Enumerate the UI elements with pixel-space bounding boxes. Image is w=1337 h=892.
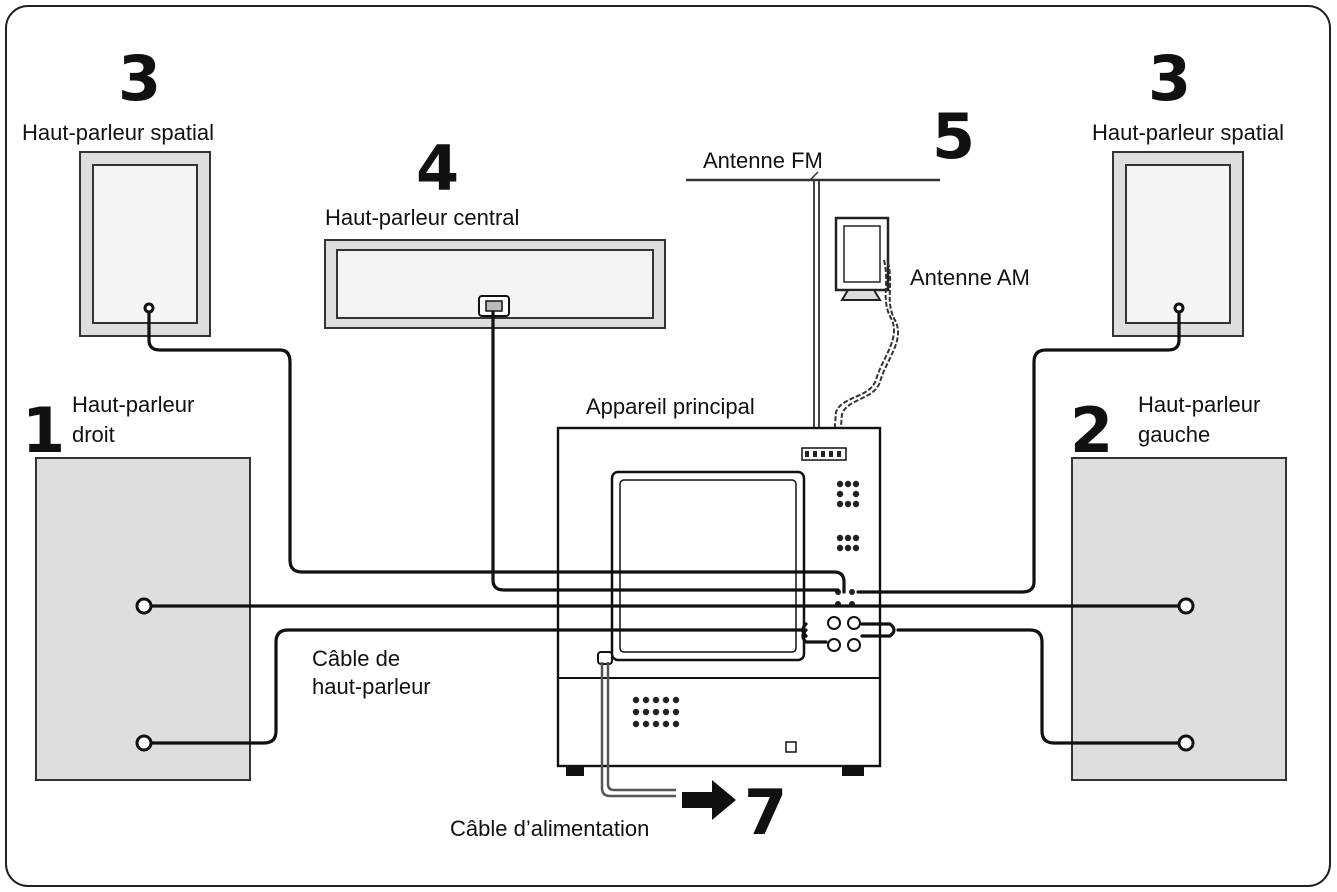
step-number-center: 4 <box>416 132 459 205</box>
step-number-power: 7 <box>744 776 787 849</box>
right-speaker-label-line1: Haut-parleur <box>72 392 194 417</box>
step-number-left-speaker: 2 <box>1070 394 1113 467</box>
right-speaker <box>35 457 251 781</box>
speaker-cable-label-line2: haut-parleur <box>312 674 431 699</box>
power-cable <box>600 662 676 798</box>
speaker-cable-label-line1: Câble de <box>312 646 400 671</box>
surround-speaker-left-label: Haut-parleur spatial <box>22 120 214 145</box>
left-speaker <box>1071 457 1287 781</box>
fm-antenna <box>686 171 940 438</box>
right-speaker-terminal-top <box>135 597 153 615</box>
center-speaker-label: Haut-parleur central <box>325 205 519 230</box>
fm-antenna-label: Antenne FM <box>703 148 823 173</box>
surround-speaker-left <box>79 151 211 337</box>
am-antenna-label: Antenne AM <box>910 265 1030 290</box>
step-number-surround-left: 3 <box>118 42 161 115</box>
speaker-cables <box>145 310 1185 745</box>
step-number-surround-right: 3 <box>1148 42 1191 115</box>
main-unit-label: Appareil principal <box>586 394 755 419</box>
power-cable-label: Câble d’alimentation <box>450 816 649 841</box>
step-number-antenna: 5 <box>932 100 975 173</box>
left-speaker-label-line2: gauche <box>1138 422 1210 447</box>
am-antenna <box>833 216 899 439</box>
main-unit <box>556 426 882 776</box>
left-speaker-terminal-top <box>1177 597 1195 615</box>
step-number-right-speaker: 1 <box>22 394 65 467</box>
left-speaker-label-line1: Haut-parleur <box>1138 392 1260 417</box>
surround-speaker-right <box>1112 151 1244 337</box>
right-speaker-label-line2: droit <box>72 422 115 447</box>
left-speaker-terminal-bottom <box>1177 734 1195 752</box>
right-speaker-terminal-bottom <box>135 734 153 752</box>
arrow-icon <box>682 780 736 820</box>
surround-speaker-right-label: Haut-parleur spatial <box>1092 120 1284 145</box>
center-speaker <box>324 239 666 329</box>
